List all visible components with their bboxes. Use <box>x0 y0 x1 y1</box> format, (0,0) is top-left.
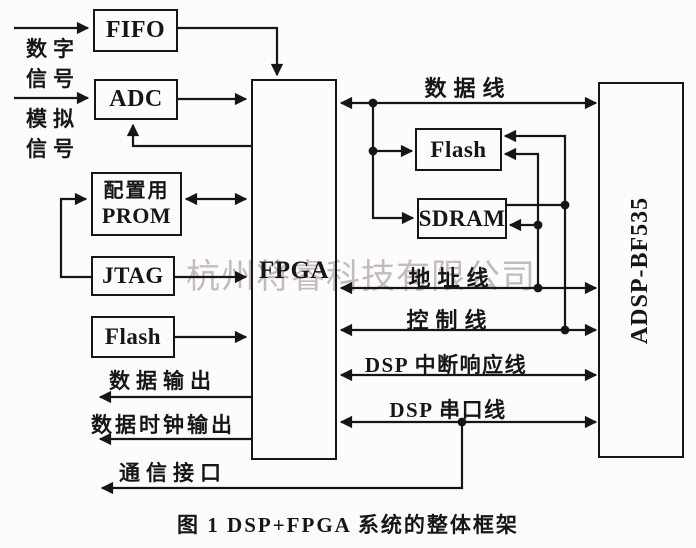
serial-bus-label: DSP 串口线 <box>389 398 507 422</box>
junction-dot <box>560 325 570 335</box>
arrow-fifo-to-fpga <box>178 26 284 77</box>
block-jtag: JTAG <box>91 256 175 296</box>
interrupt-bus-label: DSP 中断响应线 <box>364 353 528 377</box>
junction-dot <box>533 283 543 293</box>
junction-dot <box>368 146 378 156</box>
branch-data-to-sdram <box>371 103 415 225</box>
block-config-prom: 配置用 PROM <box>91 172 182 236</box>
block-sdram: SDRAM <box>417 198 507 239</box>
block-adc-label: ADC <box>109 86 163 112</box>
block-adsp-bf535-label: ADSP-BF535 <box>627 196 654 344</box>
block-flash-right: Flash <box>415 128 502 171</box>
block-flash-left: Flash <box>91 316 175 358</box>
arrow-fpga-to-adc-feedback <box>126 123 251 148</box>
junction-dot <box>560 200 570 210</box>
block-config-prom-label-cn: 配置用 <box>103 179 170 202</box>
digital-signal-label: 数字信号 <box>26 37 80 91</box>
block-adc: ADC <box>94 79 178 120</box>
block-fifo: FIFO <box>93 9 178 52</box>
branch-control-to-flash-right <box>503 129 567 330</box>
address-bus-label: 地址线 <box>408 266 496 291</box>
block-fpga: FPGA <box>251 79 337 460</box>
arrow-jtag-to-prom-loop <box>59 192 91 279</box>
arrow-comm-interface <box>100 422 464 495</box>
control-bus-label: 控制线 <box>406 308 494 333</box>
block-config-prom-label-en: PROM <box>101 202 172 228</box>
analog-signal-label: 模拟信号 <box>26 107 80 161</box>
junction-dot <box>368 98 378 108</box>
data-clock-output-label: 数据时钟输出 <box>91 413 235 437</box>
comm-interface-label: 通信接口 <box>119 461 227 485</box>
block-fpga-label: FPGA <box>258 257 330 284</box>
block-fifo-label: FIFO <box>105 17 166 43</box>
block-jtag-label: JTAG <box>102 263 164 288</box>
junction-dot <box>533 220 543 230</box>
data-bus-label: 数据线 <box>424 76 512 101</box>
block-flash-left-label: Flash <box>104 324 162 349</box>
branch-address-to-flash-right <box>503 147 540 288</box>
block-sdram-label: SDRAM <box>418 205 506 231</box>
block-adsp-bf535: ADSP-BF535 <box>598 82 684 458</box>
block-flash-right-label: Flash <box>430 136 487 162</box>
data-output-label: 数据输出 <box>109 369 217 393</box>
figure-caption: 图 1 DSP+FPGA 系统的整体框架 <box>177 513 519 537</box>
junction-dot <box>457 417 467 427</box>
